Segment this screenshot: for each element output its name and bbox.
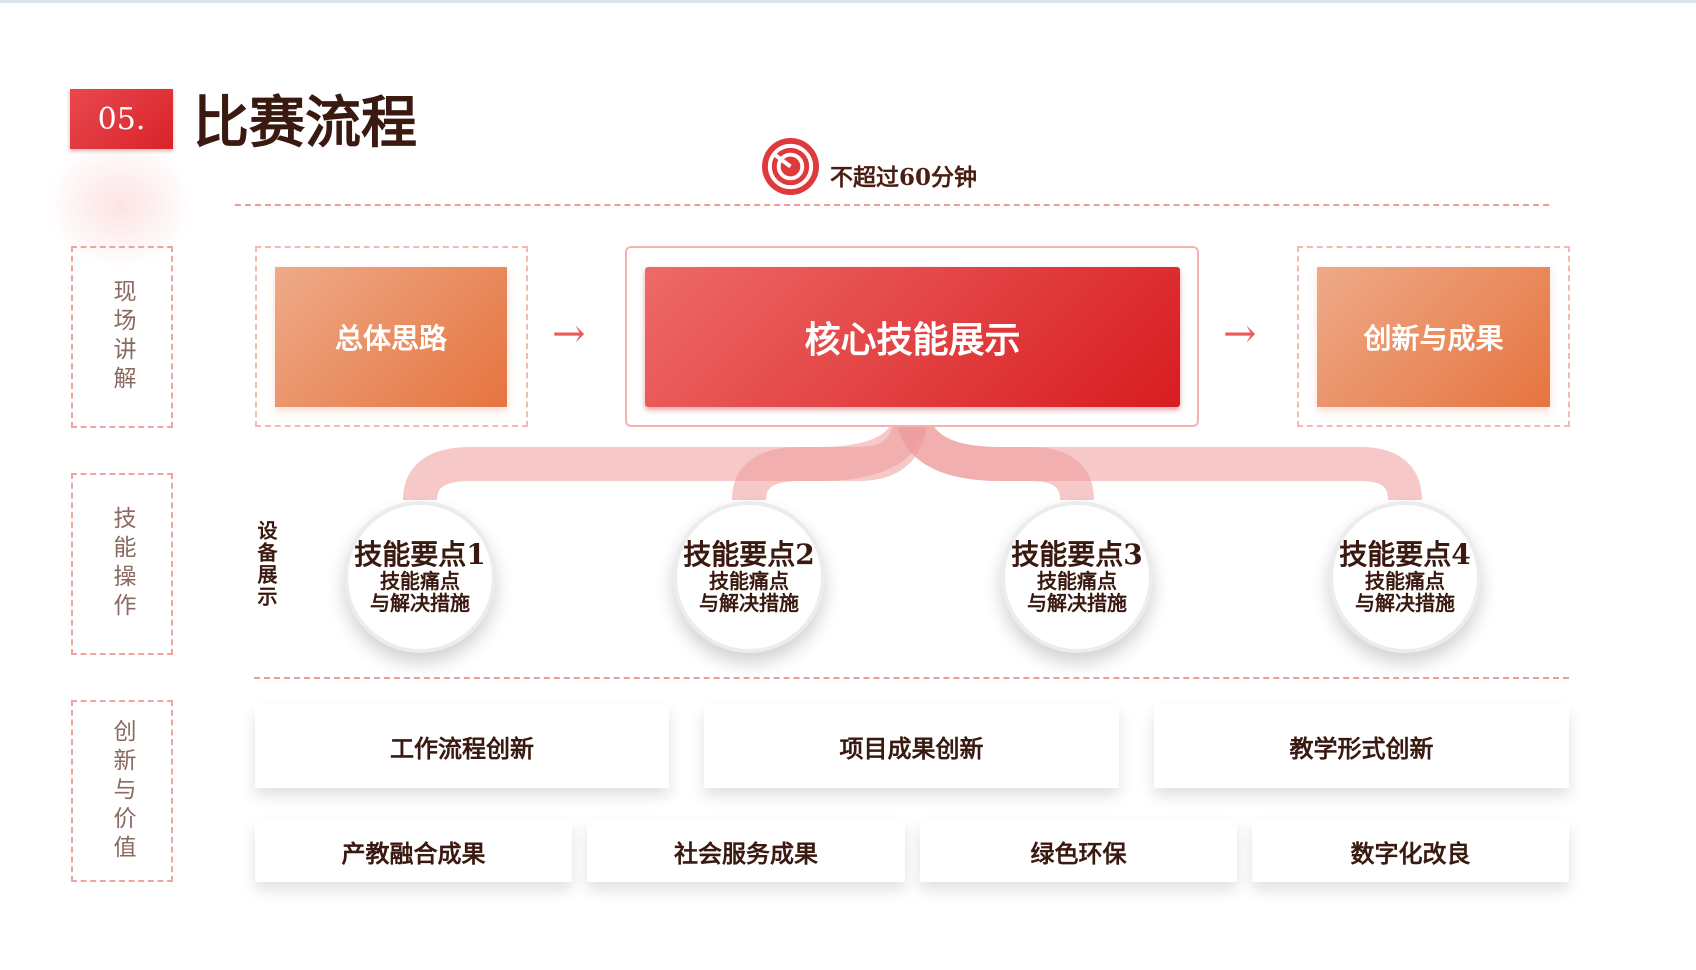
skill-point-line: 技能痛点 [380,569,460,594]
innovation-card: 项目成果创新 [704,705,1119,788]
side-label-text: 创新与价值 [109,718,135,864]
target-icon [761,137,820,196]
step-core-skills: 核心技能展示 [645,267,1180,407]
page-title: 比赛流程 [193,90,417,156]
skill-point-title: 技能要点4 [1339,537,1471,571]
result-card: 社会服务成果 [587,820,905,882]
skill-point-4: 技能要点4 技能痛点 与解决措施 [1329,501,1481,653]
skill-point-3: 技能要点3 技能痛点 与解决措施 [1001,501,1153,653]
innovation-card: 工作流程创新 [255,705,669,788]
skill-point-line: 与解决措施 [699,591,799,616]
skill-point-line: 与解决措施 [1355,591,1455,616]
side-label-explanation: 现场讲解 [71,246,173,428]
side-label-innovation: 创新与价值 [71,700,173,882]
step-innovation-results: 创新与成果 [1317,267,1550,407]
skill-point-line: 技能痛点 [1037,569,1117,594]
skill-point-line: 与解决措施 [1027,591,1127,616]
divider-middle [254,677,1569,679]
step3-frame [1297,246,1570,427]
skill-point-line: 技能痛点 [1365,569,1445,594]
step1-frame [255,246,528,427]
section-number-badge: 05. [70,89,173,149]
result-card: 绿色环保 [920,820,1237,882]
arrow-right-icon: → [552,311,586,357]
result-card: 数字化改良 [1252,820,1569,882]
innovation-card: 教学形式创新 [1154,705,1569,788]
skill-point-title: 技能要点1 [354,537,486,571]
step-overall-idea: 总体思路 [275,267,507,407]
skill-point-2: 技能要点2 技能痛点 与解决措施 [673,501,825,653]
side-label-text: 技能操作 [109,506,135,622]
side-label-operation: 技能操作 [71,473,173,655]
skill-point-title: 技能要点2 [683,537,815,571]
skill-point-line: 与解决措施 [370,591,470,616]
equipment-label: 设备展示 [254,520,278,608]
arrow-right-icon: → [1223,311,1257,357]
skill-point-1: 技能要点1 技能痛点 与解决措施 [344,501,496,653]
connector-4 [895,405,1422,502]
skill-point-line: 技能痛点 [709,569,789,594]
time-limit-text: 不超过60分钟 [830,164,978,191]
top-border [0,0,1696,3]
decorative-glow [45,140,195,270]
result-card: 产教融合成果 [255,820,572,882]
skill-point-title: 技能要点3 [1011,537,1143,571]
divider-top [235,204,1549,206]
side-label-text: 现场讲解 [109,279,135,395]
